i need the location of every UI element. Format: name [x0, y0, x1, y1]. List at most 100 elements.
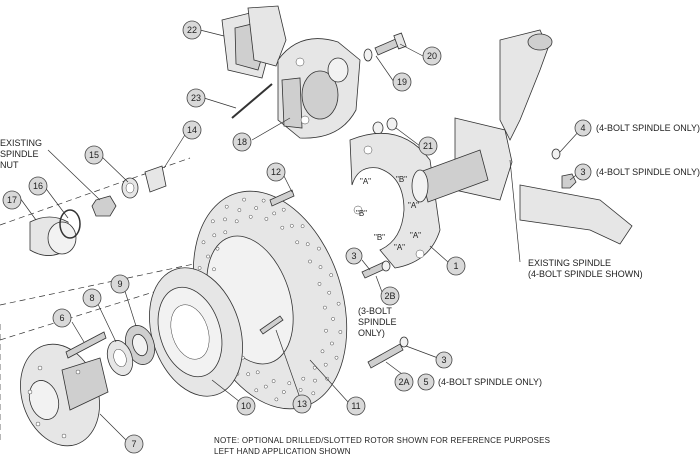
rotor-hat — [149, 267, 243, 397]
callout-7: 7 — [124, 434, 144, 454]
rotor-drill-hole — [329, 273, 334, 277]
svg-text:8: 8 — [89, 293, 94, 303]
bolt3-note-line3: ONLY) — [358, 328, 385, 338]
rotor-drill-hole — [224, 204, 229, 209]
callout-19: 19 — [392, 72, 412, 92]
callout-2b: 2B — [380, 286, 400, 306]
rotor-drill-hole — [317, 282, 322, 286]
rotor-drill-hole — [242, 197, 246, 202]
callout-12: 12 — [266, 162, 286, 182]
rotor-drill-hole — [317, 246, 321, 251]
rotor-drill-hole — [323, 362, 328, 367]
svg-text:14: 14 — [187, 125, 197, 135]
rotor-drill-hole — [320, 349, 325, 354]
callout-5: 5 — [417, 373, 435, 391]
rotor-drill-hole — [281, 390, 286, 394]
rotor-drill-hole — [330, 341, 334, 346]
rotor-drill-hole — [336, 301, 341, 306]
existing-spindle-line1: EXISTING SPINDLE — [528, 258, 611, 268]
svg-text:3: 3 — [580, 167, 585, 177]
callout-3-upper: 3 — [574, 163, 592, 181]
note-line-2: LEFT HAND APPLICATION SHOWN — [214, 447, 351, 456]
svg-text:6: 6 — [59, 313, 64, 323]
mark: "A" — [394, 243, 405, 252]
rotor-drill-hole — [287, 381, 292, 386]
bolt3-note-line2: SPINDLE — [358, 317, 397, 327]
rotor-drill-hole — [323, 305, 327, 310]
callout-22: 22 — [182, 20, 202, 40]
callout-17: 17 — [2, 190, 22, 210]
rotor-drill-hole — [298, 388, 303, 392]
rotor-drill-hole — [313, 378, 317, 383]
rotor-drill-hole — [318, 265, 323, 269]
rotor-drill-hole — [255, 370, 260, 375]
existing-spindle-nut-line1: EXISTING — [0, 138, 42, 148]
svg-text:5: 5 — [423, 377, 428, 387]
svg-text:16: 16 — [33, 181, 43, 191]
svg-text:3: 3 — [351, 251, 356, 261]
svg-text:4: 4 — [580, 123, 585, 133]
rotor-drill-hole — [246, 372, 251, 377]
bracket-marks: "A" "B" "A" "B" "A" "B" "A" — [356, 175, 421, 252]
svg-text:1: 1 — [453, 261, 458, 271]
svg-text:7: 7 — [131, 439, 136, 449]
callout-6: 6 — [52, 308, 72, 328]
callout-9: 9 — [110, 274, 130, 294]
rotor-drill-hole — [234, 219, 239, 224]
rotor-drill-hole — [223, 217, 227, 222]
svg-text:12: 12 — [271, 167, 281, 177]
bolt3-note-line1: (3-BOLT — [358, 306, 392, 316]
rotor-drill-hole — [274, 397, 279, 402]
rotor-drill-hole — [312, 365, 317, 370]
rotor-drill-hole — [334, 355, 339, 360]
rotor-drill-hole — [281, 207, 286, 212]
bracket-bolts — [361, 148, 577, 369]
rotor-drill-hole — [311, 391, 316, 396]
mark: "B" — [396, 175, 407, 184]
rotor-drill-hole — [264, 217, 269, 221]
rotor-drill-hole — [327, 290, 332, 295]
bolt4-note-b: (4-BOLT SPINDLE ONLY) — [596, 167, 700, 177]
callout-8: 8 — [82, 288, 102, 308]
spindle-nut-stack — [29, 165, 167, 256]
bolt4-note-c: (4-BOLT SPINDLE ONLY) — [438, 377, 542, 387]
existing-spindle-nut-line3: NUT — [0, 160, 19, 170]
mark: "A" — [408, 201, 419, 210]
svg-text:2A: 2A — [398, 377, 409, 387]
text-labels: EXISTING SPINDLE NUT (4-BOLT SPINDLE ONL… — [0, 123, 700, 387]
rotor-drill-hole — [308, 259, 312, 264]
rotor-drill-hole — [305, 242, 310, 247]
rotor-drill-hole — [300, 224, 305, 229]
rotor-drill-hole — [215, 246, 220, 251]
svg-text:23: 23 — [191, 93, 201, 103]
svg-text:11: 11 — [351, 401, 360, 411]
svg-text:15: 15 — [89, 150, 99, 160]
rotor-drill-hole — [324, 328, 328, 333]
callout-16: 16 — [28, 176, 48, 196]
rotor-drill-hole — [254, 206, 259, 210]
callout-20: 20 — [422, 46, 442, 66]
caliper — [277, 38, 361, 139]
callout-3-lower: 3 — [435, 351, 453, 369]
rotor-drill-hole — [331, 317, 335, 321]
rotor-drill-hole — [295, 240, 300, 245]
rotor-drill-hole — [212, 233, 217, 238]
svg-text:20: 20 — [427, 51, 437, 61]
rotor-drill-hole — [338, 330, 343, 334]
svg-text:22: 22 — [187, 25, 197, 35]
rotor-drill-hole — [272, 211, 277, 216]
rotor-drill-hole — [206, 254, 210, 259]
rotor-drill-hole — [263, 384, 268, 389]
existing-spindle-line2: (4-BOLT SPINDLE SHOWN) — [528, 269, 643, 279]
callout-11: 11 — [346, 396, 366, 416]
rotor-drill-hole — [212, 267, 216, 272]
hat-bolts — [259, 189, 295, 335]
callout-23: 23 — [186, 88, 206, 108]
rotor-drill-hole — [280, 225, 285, 230]
rotor-drill-hole — [248, 214, 253, 219]
mark: "A" — [410, 231, 421, 240]
leader-lines — [19, 29, 581, 443]
callout-3-mid: 3 — [345, 247, 363, 265]
